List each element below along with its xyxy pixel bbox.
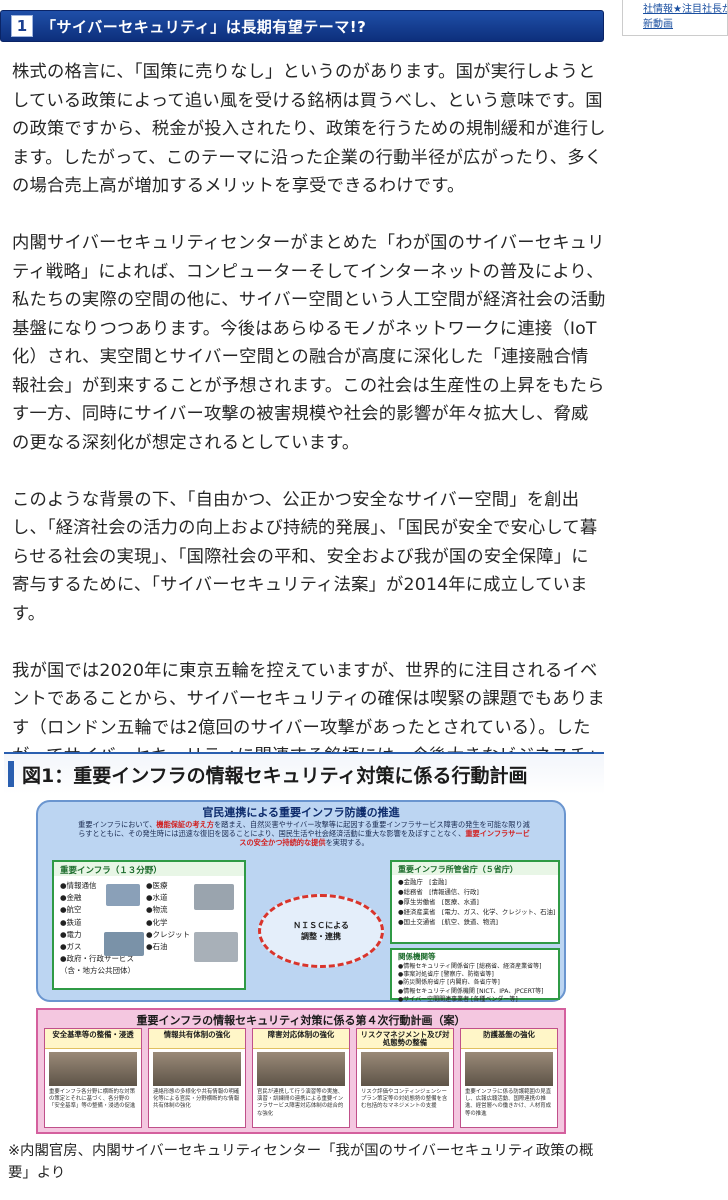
- figure-header: 図1：重要インフラの情報セキュリティ対策に係る行動計画: [4, 752, 604, 794]
- related-list: ●情報セキュリティ関係省庁 [総務省、経済産業省等] ●事案対処省庁 [警察庁、…: [398, 963, 544, 1003]
- public-private-panel: 官民連携による重要インフラ防護の推進 重要インフラにおいて、機能保証の考え方を踏…: [36, 800, 566, 1003]
- agency-list: ●金融庁 [金融] ●総務省 [情報通信、行政] ●厚生労働省 [医療、水道] …: [398, 878, 556, 926]
- panel-title: 官民連携による重要インフラ防護の推進: [202, 806, 400, 819]
- infra-list-1: ●情報通信 ●金融 ●航空 ●鉄道 ●電力 ●ガス ●政府・行政サービス （含・…: [60, 881, 135, 976]
- paragraph: このような背景の下、「自由かつ、公正かつ安全なサイバー空間」を創出し、「経済社会…: [12, 489, 598, 624]
- infra-illustration: [104, 932, 144, 956]
- related-heading: 関係機関等: [398, 952, 436, 961]
- section-title: 「サイバーセキュリティ」は長期有望テーマ!?: [41, 17, 367, 36]
- nisc-coordination: ＮＩＳＣによる 調整・連携: [258, 894, 384, 968]
- article-body: 株式の格言に、「国策に売りなし」というのがあります。国が実行しようとしている政策…: [12, 58, 606, 828]
- panel-description: 重要インフラにおいて、機能保証の考え方を踏まえ、自然災害やサイバー攻撃等に起因す…: [78, 820, 530, 847]
- side-news-widget: 社情報★注目社長が望 新動画: [622, 0, 728, 36]
- figure-title: 図1：重要インフラの情報セキュリティ対策に係る行動計画: [22, 764, 528, 787]
- infra-heading: 重要インフラ（１３分野）: [54, 862, 244, 876]
- infra-list-2: ●医療 ●水道 ●物流 ●化学 ●クレジット ●石油: [146, 881, 191, 952]
- infra-illustration: [106, 884, 140, 906]
- side-news-link[interactable]: 社情報★注目社長が望: [643, 4, 727, 15]
- action-photo: [465, 1052, 553, 1086]
- agency-box: 重要インフラ所管省庁（５省庁） ●金融庁 [金融] ●総務省 [情報通信、行政]…: [390, 860, 560, 944]
- action-item: 防護基盤の強化 重要インフラに係る防護範囲の見直し、広報広聴活動、国際連携の推進…: [460, 1028, 558, 1128]
- action-item: 情報共有体制の強化 連絡形態の多様化や共有情報の明確化等による官民・分野横断的な…: [148, 1028, 246, 1128]
- section-header: 1 「サイバーセキュリティ」は長期有望テーマ!?: [0, 10, 604, 42]
- paragraph: 株式の格言に、「国策に売りなし」というのがあります。国が実行しようとしている政策…: [12, 62, 606, 196]
- side-video-link[interactable]: 新動画: [643, 19, 673, 30]
- agency-heading: 重要インフラ所管省庁（５省庁）: [392, 862, 558, 875]
- action-photo: [49, 1052, 137, 1086]
- related-orgs-box: 関係機関等 ●情報セキュリティ関係省庁 [総務省、経済産業省等] ●事案対処省庁…: [390, 948, 560, 1003]
- action-plan-panel: 重要インフラの情報セキュリティ対策に係る第４次行動計画（案） 安全基準等の整備・…: [36, 1008, 566, 1134]
- infrastructure-diagram: 官民連携による重要インフラ防護の推進 重要インフラにおいて、機能保証の考え方を踏…: [28, 800, 574, 1136]
- action-plan-title: 重要インフラの情報セキュリティ対策に係る第４次行動計画（案）: [136, 1014, 466, 1027]
- figure-caption: ※内閣官房、内閣サイバーセキュリティセンター「我が国のサイバーセキュリティ政策の…: [8, 1143, 594, 1181]
- critical-infra-box: 重要インフラ（１３分野） ●情報通信 ●金融 ●航空 ●鉄道 ●電力 ●ガス ●…: [52, 860, 246, 990]
- section-number: 1: [11, 15, 33, 37]
- infra-illustration: [194, 884, 234, 910]
- paragraph: 内閣サイバーセキュリティセンターがまとめた「わが国のサイバーセキュリティ戦略」に…: [12, 233, 606, 453]
- figure-marker: [8, 761, 14, 787]
- action-photo: [361, 1052, 449, 1086]
- infra-illustration: [194, 932, 238, 962]
- action-item: 障害対応体制の強化 官民が連携して行う演習等の実施、演習・訓練間の連携による重要…: [252, 1028, 350, 1128]
- action-photo: [153, 1052, 241, 1086]
- action-item: リスクマネジメント及び対処態勢の整備 リスク評価やコンティンジェンシープラン策定…: [356, 1028, 454, 1128]
- action-item: 安全基準等の整備・浸透 重要インフラ各分野に横断的な対策の策定とそれに基づく、各…: [44, 1028, 142, 1128]
- action-photo: [257, 1052, 345, 1086]
